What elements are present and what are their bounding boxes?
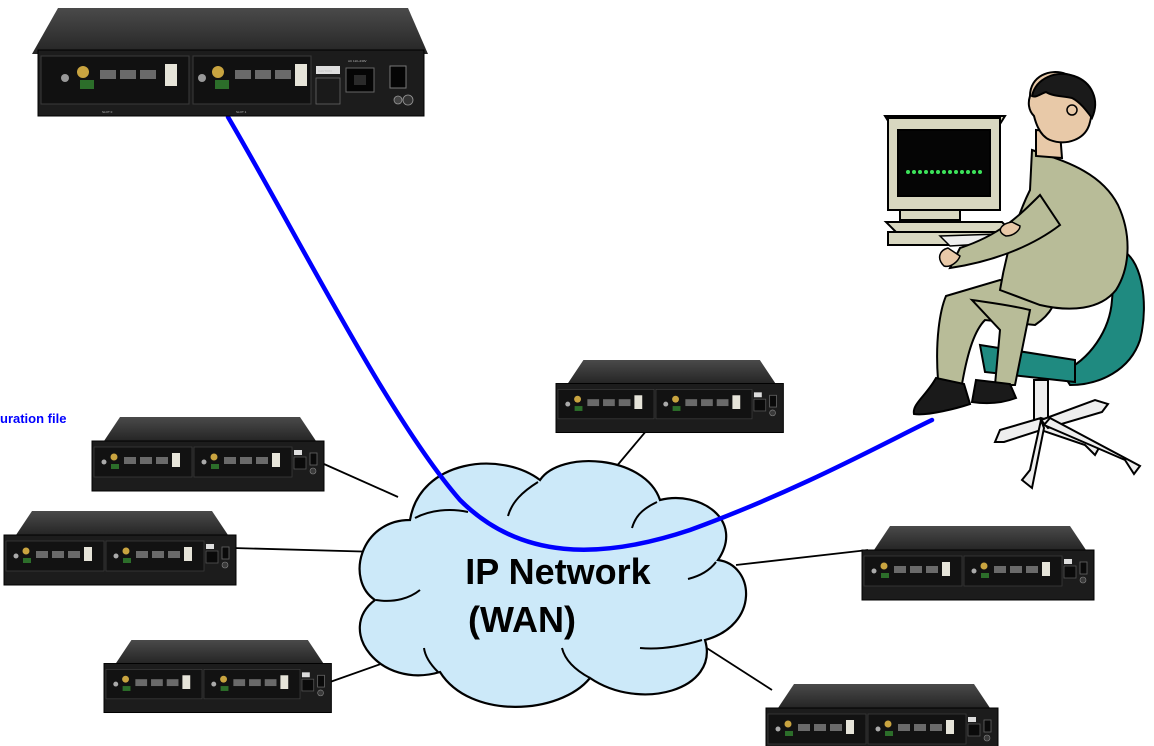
cloud-label-line1: IP Network <box>465 551 651 592</box>
ip-network-cloud: IP Network (WAN) <box>358 460 748 708</box>
link-line-left-2 <box>232 547 381 553</box>
slot0-label: SLOT 0 <box>102 110 113 114</box>
chair <box>978 248 1145 490</box>
screen-dots <box>906 170 982 174</box>
remote-device-6 <box>765 683 999 746</box>
remote-device-2 <box>3 510 237 586</box>
person <box>912 71 1129 416</box>
power-label: AC 110~230V <box>348 59 367 63</box>
remote-device-4 <box>555 359 784 434</box>
link-line-right-2 <box>701 644 773 691</box>
config-file-label: uration file <box>0 411 66 426</box>
caution-label: CAUTION <box>318 69 332 73</box>
link-line-right-1 <box>735 549 869 566</box>
slot1-label: SLOT 1 <box>236 110 247 114</box>
management-cable <box>225 114 935 552</box>
remote-device-3 <box>103 639 332 714</box>
link-line-left-1 <box>314 459 399 498</box>
cloud-label-line2: (WAN) <box>468 599 576 640</box>
computer-monitor <box>883 115 1017 247</box>
remote-device-1 <box>91 416 325 492</box>
central-device: CAUTION AC 110~230V SLOT 0 SLOT 1 <box>32 8 428 117</box>
remote-device-5 <box>861 525 1095 601</box>
operator-at-computer-icon <box>883 71 1145 490</box>
